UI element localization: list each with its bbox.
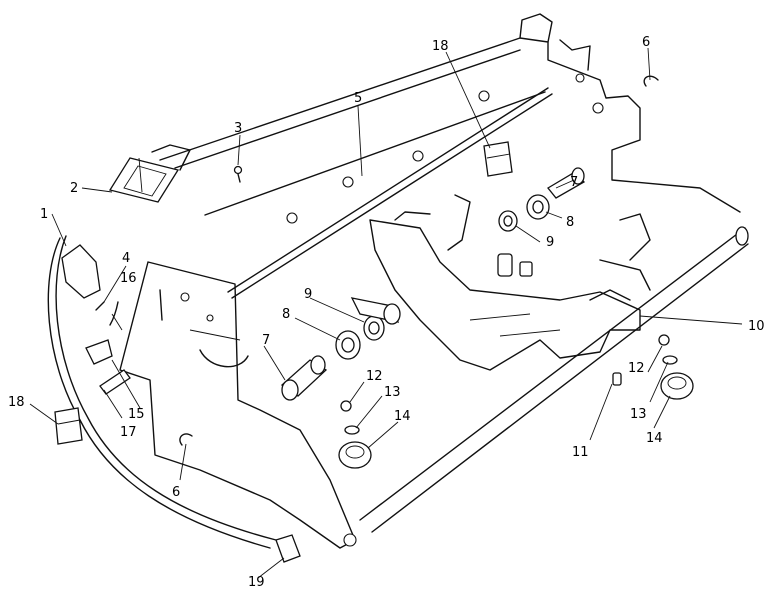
washer-9-rear — [498, 210, 518, 232]
lever-15 — [85, 339, 113, 365]
callout-7a: 7 — [262, 333, 270, 348]
callout-19: 19 — [248, 575, 265, 590]
callout-3: 3 — [234, 121, 242, 136]
callout-8b: 8 — [566, 215, 574, 230]
clip-19 — [275, 534, 301, 563]
callout-12b: 12 — [628, 361, 645, 376]
clip-18-rear — [483, 141, 513, 177]
callout-4: 4 — [122, 251, 130, 266]
bracket-2 — [108, 144, 191, 203]
callout-1: 1 — [40, 207, 48, 222]
callout-8a: 8 — [282, 307, 290, 322]
gear-14-rear — [660, 372, 694, 400]
callout-16: 16 — [120, 271, 137, 286]
callout-labels: 1 2 3 4 5 6 6 7 7 8 8 9 9 10 11 12 12 13… — [8, 35, 765, 590]
callout-11: 11 — [572, 445, 589, 460]
gear-14-front — [338, 441, 372, 469]
callout-15: 15 — [128, 407, 145, 422]
bushing-8-rear — [526, 194, 550, 220]
bushing-8-front — [335, 330, 361, 360]
callout-14a: 14 — [394, 409, 411, 424]
roller-7-rear — [547, 167, 586, 199]
spring-4 — [95, 301, 105, 311]
callout-10: 10 — [748, 319, 765, 334]
washer-9-front — [363, 315, 385, 341]
screw-3 — [233, 165, 243, 183]
left-side-plate — [119, 261, 357, 549]
screw-12-rear — [658, 334, 670, 346]
carriage-assembly-10 — [369, 194, 651, 371]
callout-9a: 9 — [304, 287, 312, 302]
callout-14b: 14 — [646, 431, 663, 446]
callout-2: 2 — [70, 181, 78, 196]
callout-12a: 12 — [366, 369, 383, 384]
spring-16 — [109, 301, 119, 326]
callout-13a: 13 — [384, 385, 401, 400]
callout-5: 5 — [354, 91, 362, 106]
callout-17: 17 — [120, 425, 137, 440]
leader-lines — [29, 47, 743, 579]
callout-9b: 9 — [546, 235, 554, 250]
washer-13-front — [344, 425, 360, 435]
e-ring-6-front — [179, 433, 193, 446]
washer-13-rear — [662, 355, 678, 365]
callout-7b: 7 — [570, 175, 578, 190]
callout-13b: 13 — [630, 407, 647, 422]
screw-12-front — [340, 400, 352, 412]
shaft-stub-front — [350, 297, 401, 325]
pin-11 — [612, 372, 622, 386]
latch-1 — [61, 244, 101, 299]
clip-18-left — [54, 407, 83, 445]
pin-17 — [99, 369, 131, 395]
callout-6a: 6 — [172, 485, 180, 500]
roller-7-front — [280, 355, 328, 401]
rear-frame-wall — [159, 13, 741, 224]
callout-18a: 18 — [8, 395, 25, 410]
callout-18b: 18 — [432, 39, 449, 54]
front-rail — [359, 226, 749, 533]
e-ring-6-rear — [643, 75, 659, 87]
shaft-5 — [227, 87, 553, 299]
callout-6b: 6 — [642, 35, 650, 50]
